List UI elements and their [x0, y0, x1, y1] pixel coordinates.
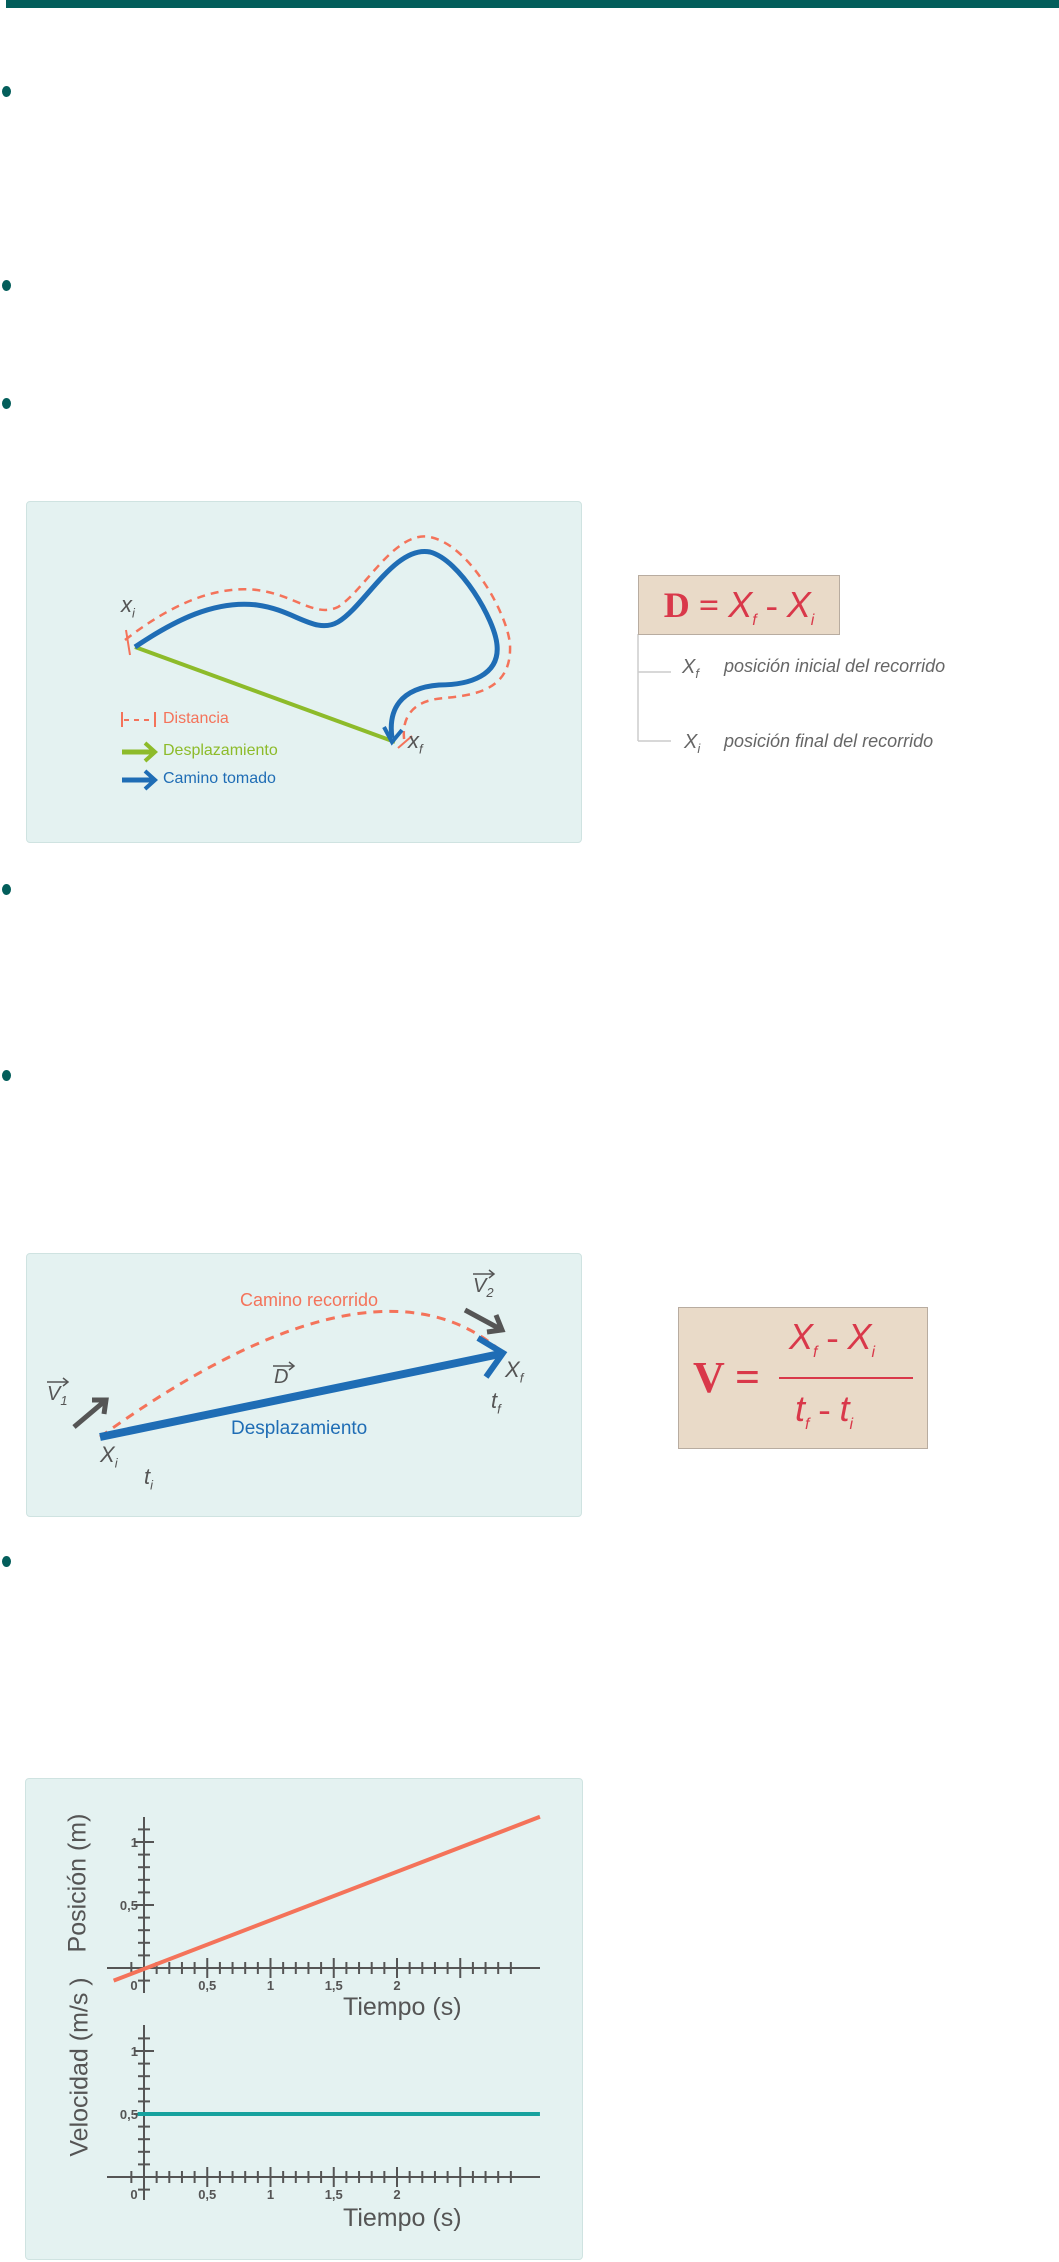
v1-arrow — [72, 1397, 109, 1429]
position-axis-title: Posición (m) — [63, 1813, 92, 1953]
path-traveled-dashed — [99, 1309, 504, 1439]
x-tick-label: 0 — [130, 2187, 137, 2202]
distance-legend-icon — [121, 712, 156, 727]
x-tick-label: 1,5 — [325, 1978, 343, 1993]
displacement-line — [134, 645, 396, 744]
ti-label: ti — [144, 1464, 154, 1493]
path-legend-icon — [122, 769, 158, 791]
legend-displacement: Desplazamiento — [163, 742, 278, 759]
y-tick-label: 0,5 — [120, 1898, 138, 1913]
x-tick-label: 2 — [393, 2187, 400, 2202]
series-line-posición — [112, 1814, 541, 1983]
top-time-axis-title: Tiempo (s) — [343, 1993, 462, 2021]
distance-end-tick — [397, 735, 413, 749]
bullet-2 — [2, 280, 11, 291]
bullet-6 — [2, 1556, 11, 1567]
bullet-4 — [2, 884, 11, 895]
velocity-formula-numerator: Xf - Xi — [789, 1316, 876, 1362]
distance-start-tick — [125, 629, 131, 656]
y-tick-label: 1 — [131, 2044, 138, 2059]
header-bar — [6, 0, 1059, 8]
velocity-time-chart: 0 0,5 1 1,5 2 0,5 1 — [107, 2025, 540, 2202]
bullet-1 — [2, 86, 11, 97]
xi-label: xi — [121, 592, 135, 621]
x-tick-label: 1 — [267, 1978, 274, 1993]
x-tick-label: 0,5 — [198, 2187, 216, 2202]
bottom-time-axis-title: Tiempo (s) — [343, 2204, 462, 2232]
vector-arrow-marks — [47, 1269, 496, 1387]
y-tick-label: 0,5 — [120, 2107, 138, 2122]
displacement-vector — [99, 1350, 501, 1441]
path-arrowhead — [382, 726, 404, 746]
vector-d-label: D — [274, 1366, 289, 1388]
displacement-legend-icon — [122, 741, 158, 763]
bullet-5 — [2, 1070, 11, 1081]
velocity-formula: V = Xf - Xi tf - ti — [678, 1307, 928, 1449]
graphs-panel — [25, 1778, 583, 2260]
displacement-formula: D = Xf - Xi — [638, 575, 840, 635]
displacement-arrowhead — [476, 1335, 508, 1379]
position-time-chart: 0 0,5 1 1,5 2 0,5 1 — [107, 1814, 541, 1993]
v2-arrow — [463, 1307, 506, 1335]
velocity-formula-denominator: tf - ti — [795, 1388, 854, 1434]
xf-label: xf — [408, 728, 423, 757]
x-tick-label: 2 — [393, 1978, 400, 1993]
bullet-3 — [2, 398, 11, 409]
definition-bracket — [637, 634, 671, 742]
x-tick-label: 0,5 — [198, 1978, 216, 1993]
path-traveled-label: Camino recorrido — [240, 1290, 379, 1310]
legend-distance: Distancia — [163, 710, 229, 727]
velocity-figure-panel — [26, 1253, 582, 1517]
v2-label: V2 — [473, 1275, 494, 1300]
velocity-axis-title: Velocidad (m/s ) — [65, 1977, 94, 2157]
velocity-formula-lhs: V = — [693, 1353, 761, 1402]
fraction-bar — [779, 1377, 913, 1379]
x-tick-label: 1,5 — [325, 2187, 343, 2202]
distance-dashed-path — [124, 535, 512, 746]
x-tick-label: 1 — [267, 2187, 274, 2202]
xi-label-2: Xi — [100, 1442, 118, 1471]
displacement-label: Desplazamiento — [231, 1418, 368, 1439]
def-xi-symbol: Xi — [684, 731, 701, 756]
path-taken-curve — [133, 549, 500, 739]
y-tick-label: 1 — [131, 1835, 138, 1850]
tf-label: tf — [491, 1388, 501, 1417]
v1-label: V1 — [47, 1383, 68, 1408]
x-tick-label: 0 — [130, 1978, 137, 1993]
def-xf-symbol: Xf — [682, 656, 699, 681]
xf-label-2: Xf — [505, 1357, 524, 1386]
def-xi-text: posición final del recorrido — [724, 731, 934, 751]
legend-path-taken: Camino tomado — [163, 770, 276, 787]
def-xf-text: posición inicial del recorrido — [724, 656, 946, 676]
